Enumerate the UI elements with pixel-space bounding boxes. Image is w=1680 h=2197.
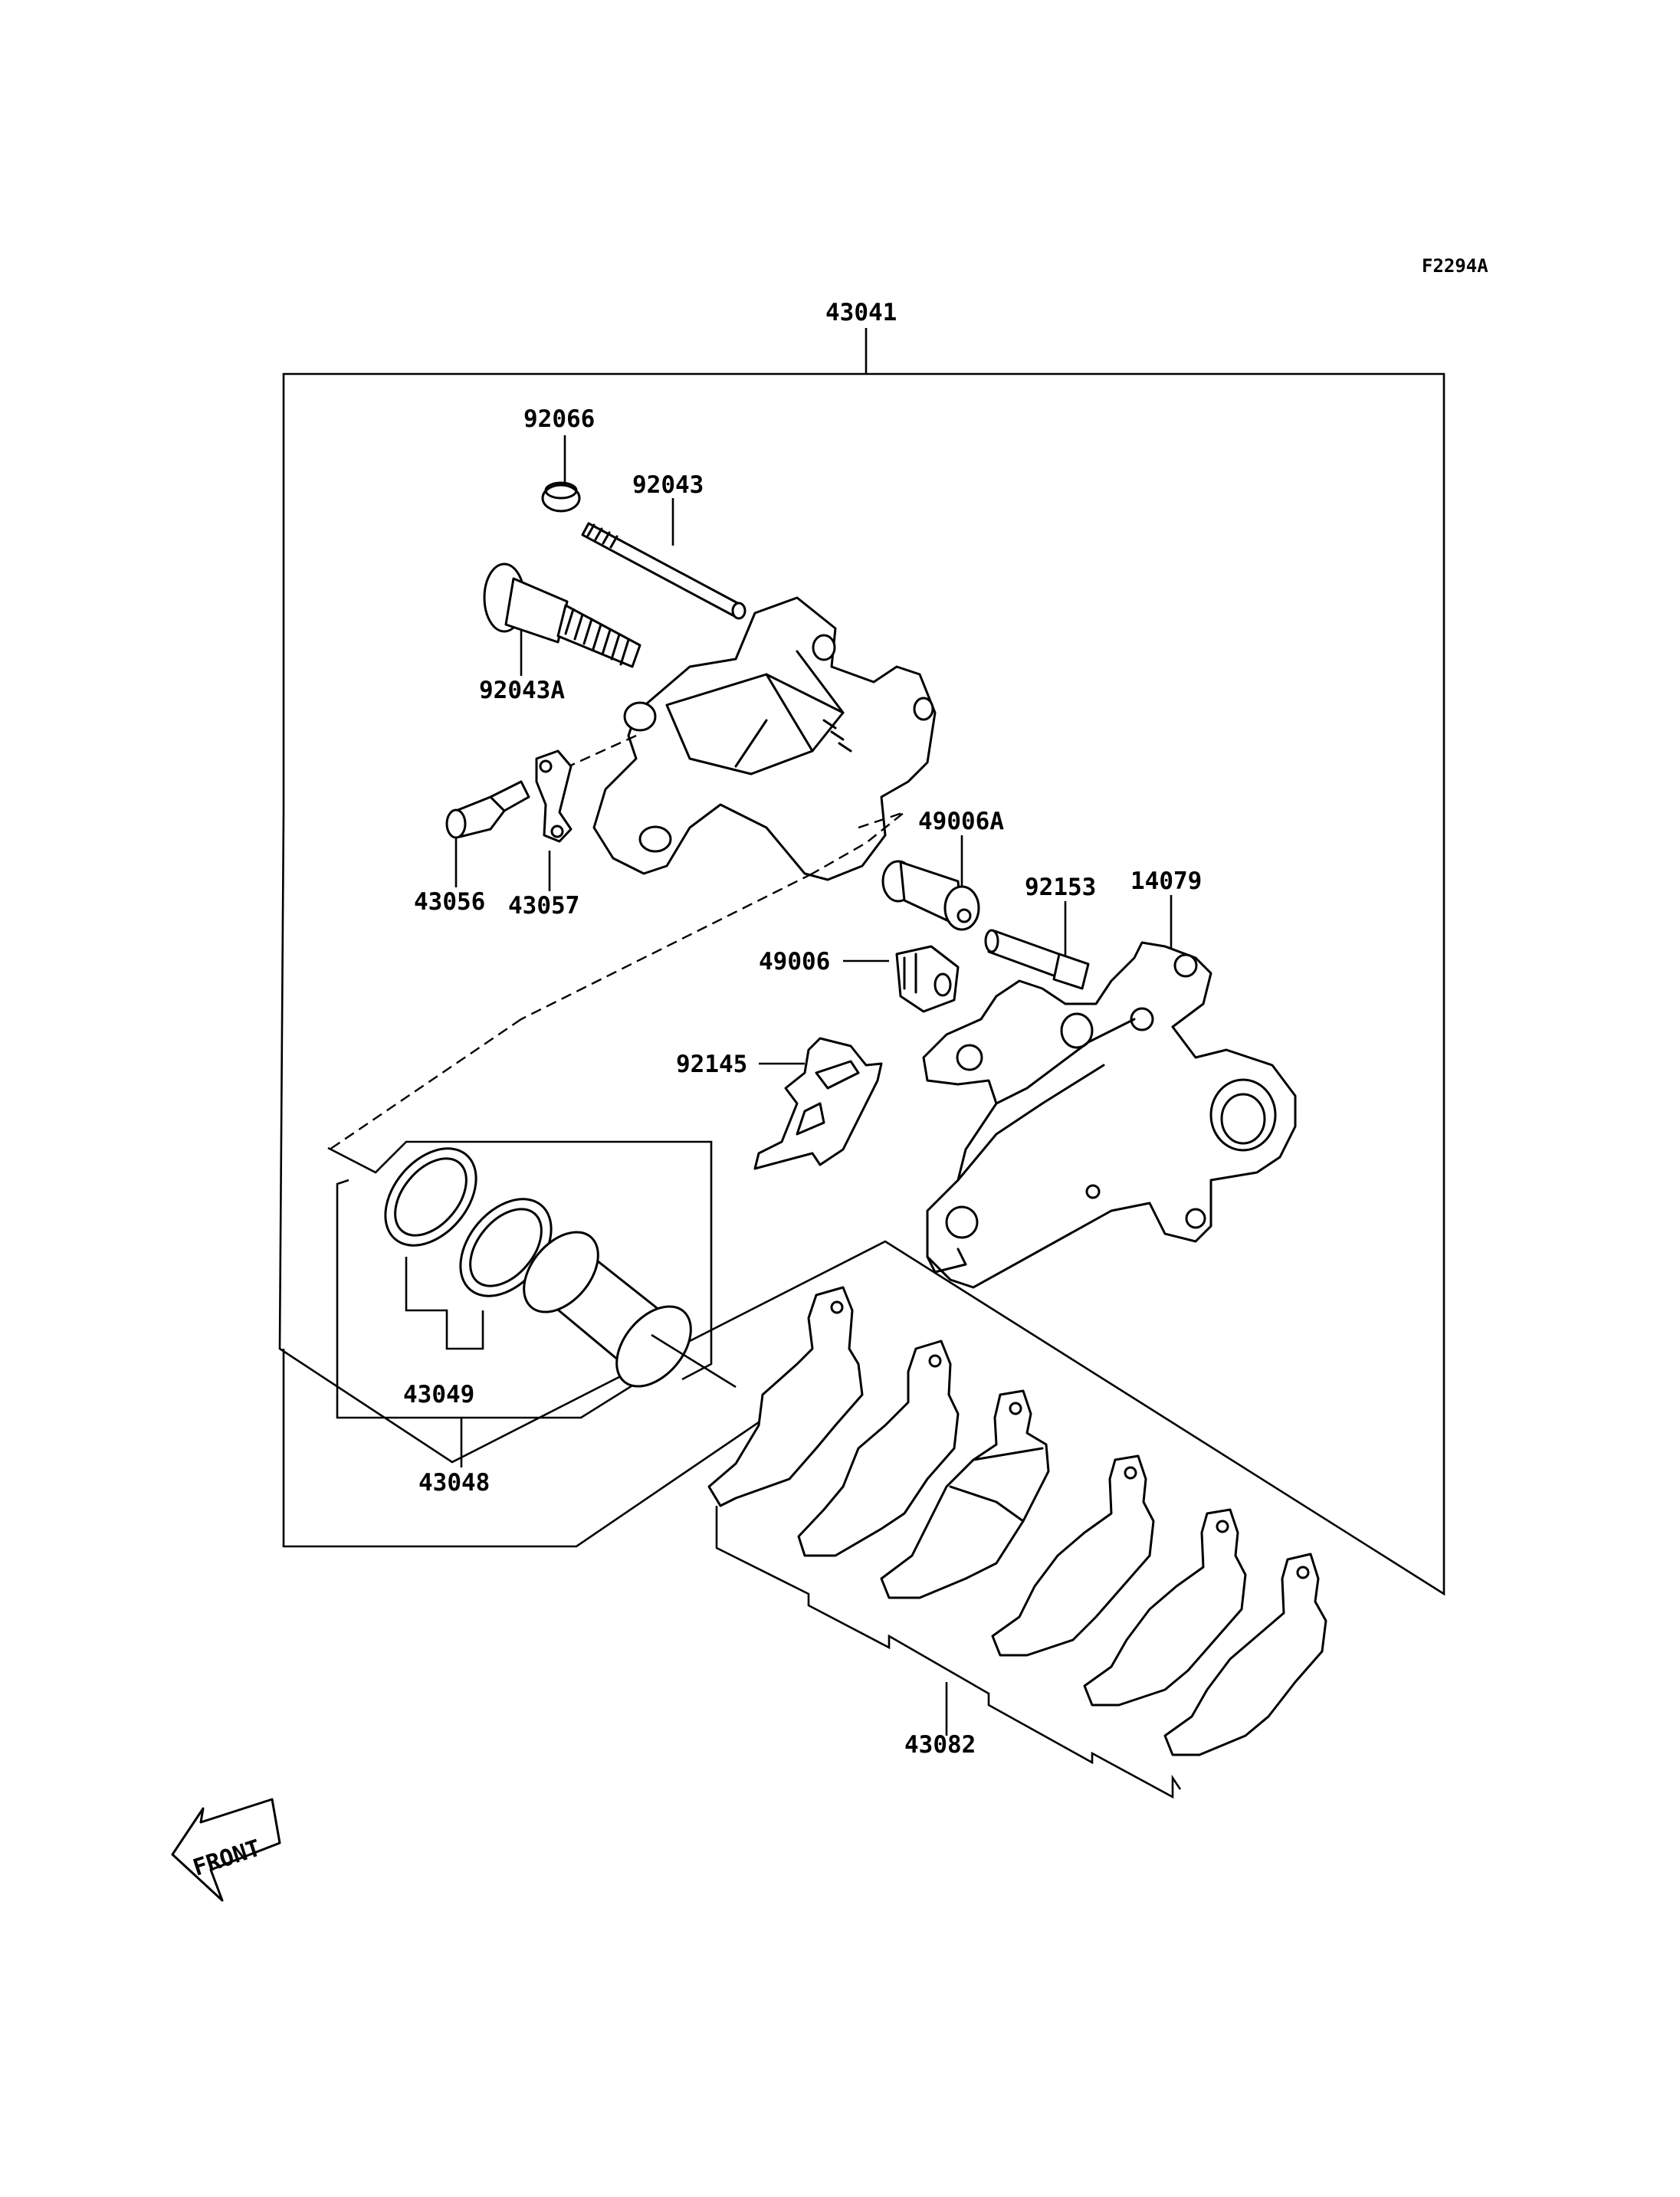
part-43048-piston[interactable]: 43048 (418, 1218, 737, 1497)
brake-pad-3 (880, 1389, 1050, 1599)
part-49006A-boot[interactable]: 49006A (881, 808, 1004, 931)
front-direction-marker: FRONT (171, 1798, 281, 1902)
label-43049[interactable]: 43049 (403, 1381, 474, 1408)
label-92043A[interactable]: 92043A (479, 677, 565, 704)
part-43057-clip[interactable]: 43057 (508, 749, 579, 920)
label-14079[interactable]: 14079 (1130, 867, 1202, 895)
figure-code: F2294A (1422, 255, 1488, 277)
label-49006[interactable]: 49006 (759, 948, 830, 976)
part-43082-pad-set[interactable]: 43082 (707, 1286, 1327, 1799)
brake-pad-1 (707, 1286, 864, 1507)
part-92043A-bolt[interactable]: 92043A (479, 562, 641, 704)
part-92066-cap[interactable]: 92066 (523, 405, 595, 513)
brake-pad-5 (1083, 1508, 1247, 1707)
label-43057[interactable]: 43057 (508, 892, 579, 920)
label-49006A[interactable]: 49006A (918, 808, 1004, 835)
part-14079-bracket[interactable]: 14079 (922, 867, 1297, 1289)
assembly-boundary: 43041 (278, 299, 1445, 1596)
brake-pad-2 (797, 1340, 960, 1557)
label-92153[interactable]: 92153 (1025, 874, 1096, 901)
part-43056-bleed-valve[interactable]: 43056 (414, 780, 530, 916)
label-92066[interactable]: 92066 (523, 405, 595, 433)
part-92043-pin[interactable]: 92043 (581, 471, 746, 620)
part-92145-spring-clip[interactable]: 92145 (676, 1037, 883, 1170)
label-43082[interactable]: 43082 (904, 1731, 976, 1759)
label-43048[interactable]: 43048 (418, 1469, 490, 1497)
brake-pad-6 (1163, 1553, 1327, 1756)
label-43056[interactable]: 43056 (414, 888, 485, 916)
piston-kit-group (327, 1140, 713, 1467)
part-92153-pin[interactable]: 92153 (984, 874, 1096, 990)
label-92145[interactable]: 92145 (676, 1051, 747, 1078)
label-92043[interactable]: 92043 (632, 471, 704, 499)
brake-pad-4 (991, 1454, 1155, 1657)
caliper-body[interactable] (592, 596, 937, 881)
part-49006-boot[interactable]: 49006 (759, 945, 960, 1013)
label-43041[interactable]: 43041 (825, 299, 897, 326)
